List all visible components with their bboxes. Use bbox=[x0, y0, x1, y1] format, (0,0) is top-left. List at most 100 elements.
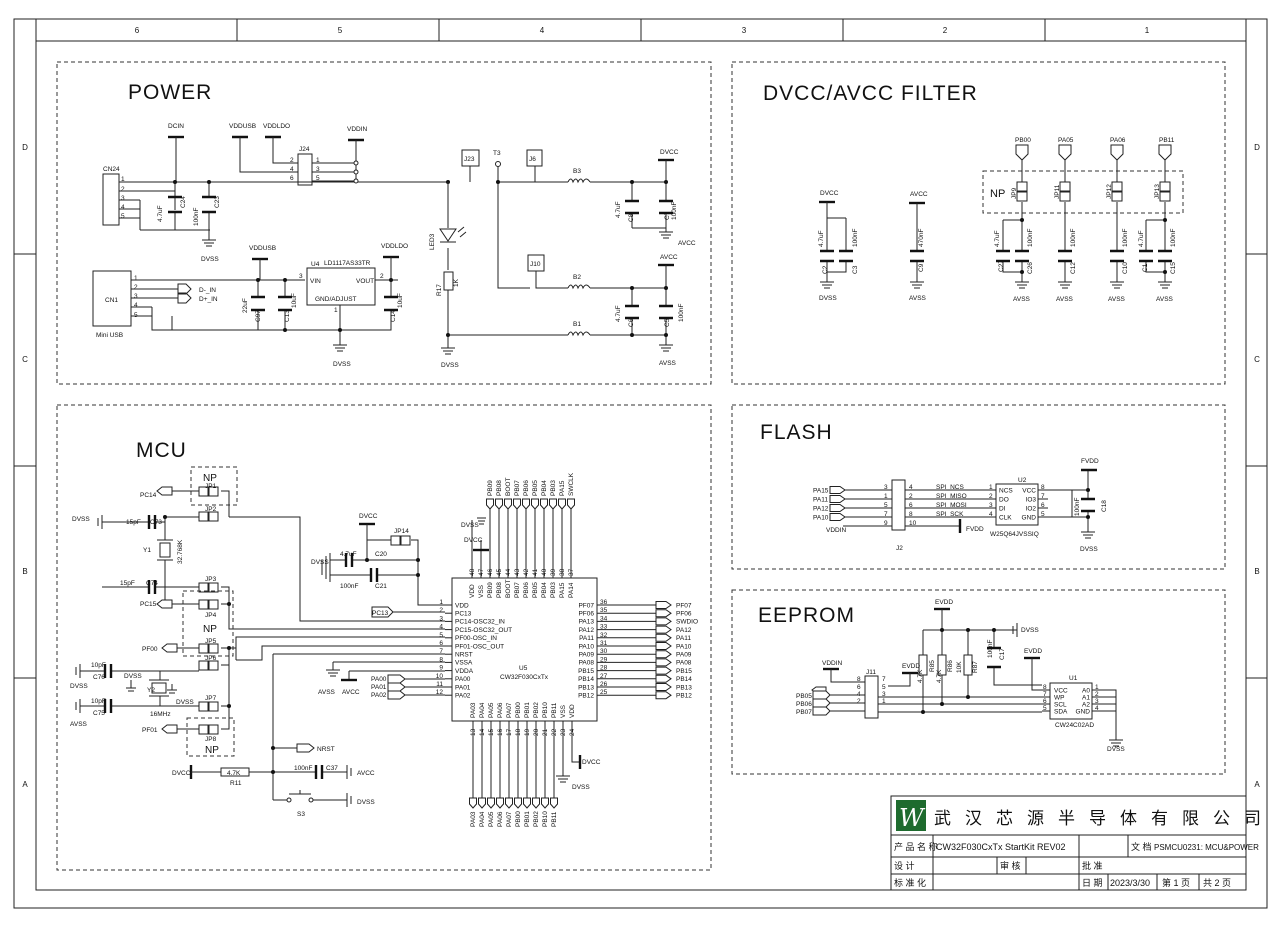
company-name: 武汉芯源半导体有限公司 bbox=[934, 809, 1275, 828]
mcu-pin-name: PA05 bbox=[488, 702, 495, 718]
j23-ref: J23 bbox=[464, 156, 475, 163]
chip-pin-number: 7 bbox=[1043, 691, 1047, 698]
mcu-pin-name: PB06 bbox=[523, 582, 530, 598]
chip-pin-name: SCL bbox=[1054, 701, 1067, 708]
net-flag bbox=[550, 797, 558, 809]
net-flag bbox=[558, 498, 566, 510]
net-flag bbox=[655, 601, 672, 609]
r17-ref: R17 bbox=[436, 284, 443, 296]
chip-pin-number: 6 bbox=[1043, 698, 1047, 705]
pin-number: 2 bbox=[909, 493, 913, 500]
power-section-box bbox=[56, 61, 712, 385]
net-dvss: DVSS bbox=[357, 799, 375, 806]
chip-pin-name: GND bbox=[1076, 708, 1091, 715]
drawing-frame bbox=[13, 18, 1268, 909]
net-flag bbox=[495, 498, 503, 510]
net-flag bbox=[531, 498, 539, 510]
cap-ref: C1 bbox=[1142, 263, 1149, 272]
mcu-pin-name: PA04 bbox=[479, 702, 486, 718]
mcu-pin-name: VSSA bbox=[455, 660, 473, 667]
u2-part: W25Q64JVSSIQ bbox=[990, 531, 1039, 538]
col-label: 6 bbox=[135, 26, 140, 35]
chip-pin-number: 7 bbox=[1041, 493, 1045, 500]
net-vddin: VDDIN bbox=[826, 527, 847, 534]
mcu-pin-name: PB08 bbox=[496, 582, 503, 598]
chip-pin-number: 6 bbox=[1041, 502, 1045, 509]
bead-ref: B2 bbox=[573, 274, 581, 281]
net-flag-label: PA03 bbox=[470, 811, 477, 827]
date-value: 2023/3/30 bbox=[1110, 878, 1150, 888]
j11-header bbox=[864, 675, 879, 719]
u5-mcu bbox=[451, 577, 598, 722]
title-block: W 武汉芯源半导体有限公司 产 品 名 称 CW32F030CxTx Start… bbox=[890, 795, 1275, 891]
mcu-pin-number: 30 bbox=[600, 648, 608, 655]
cap-ref: C74 bbox=[146, 580, 158, 587]
doc-name: PSMCU0231: MCU&POWER bbox=[1154, 843, 1259, 852]
net-flag bbox=[829, 504, 846, 512]
jumper-ref: JP6 bbox=[205, 655, 217, 662]
net-flag-label: PB05 bbox=[532, 480, 539, 496]
net-dvss: DVSS bbox=[72, 516, 90, 523]
approve-label: 批 准 bbox=[1082, 860, 1103, 871]
net-flag-label: PB02 bbox=[533, 811, 540, 827]
cap-ref: C12 bbox=[1070, 262, 1077, 274]
net-pc15: PC15 bbox=[140, 601, 157, 608]
row-label: D bbox=[22, 143, 28, 152]
svg-text:1: 1 bbox=[334, 307, 338, 314]
net-flag-label: PA07 bbox=[506, 811, 513, 827]
usb-dm-net: D-_IN bbox=[199, 287, 216, 294]
section-title-flash: FLASH bbox=[760, 421, 833, 444]
cap-ref: C75 bbox=[93, 710, 105, 717]
col-label: 5 bbox=[338, 26, 343, 35]
jumper-ref: JP4 bbox=[205, 612, 217, 619]
cap-ref: C26 bbox=[1027, 262, 1034, 274]
net-avss: AVSS bbox=[1156, 296, 1174, 303]
cap-ref: C3 bbox=[852, 265, 859, 274]
net-flag bbox=[655, 633, 672, 642]
net-flag-label: PA09 bbox=[676, 652, 692, 659]
pin-number: 3 bbox=[884, 484, 888, 491]
mcu-pin-name: PF06 bbox=[578, 611, 594, 618]
section-title-eeprom: EEPROM bbox=[758, 604, 855, 627]
net-dvss: DVSS bbox=[311, 559, 329, 566]
mcu-pin-name: PB15 bbox=[578, 668, 594, 675]
net-pc13: PC13 bbox=[372, 610, 389, 617]
net-fvdd: FVDD bbox=[966, 526, 984, 533]
pin-number: 2 bbox=[857, 698, 861, 705]
u5-ref: U5 bbox=[519, 665, 528, 672]
mcu-pin-name: PB10 bbox=[542, 702, 549, 718]
net-flag bbox=[655, 674, 672, 683]
logo-letter: W bbox=[899, 804, 926, 832]
net-flag-label: PB11 bbox=[551, 811, 558, 827]
r11-value: 4.7K bbox=[227, 770, 241, 777]
pin-number: 5 bbox=[884, 502, 888, 509]
svg-text:3: 3 bbox=[316, 166, 320, 173]
cap-value: 100nF bbox=[1170, 229, 1177, 247]
net-flag bbox=[655, 666, 672, 675]
mcu-pin-name: PA03 bbox=[470, 702, 477, 718]
net-pb00: PB00 bbox=[1015, 137, 1031, 144]
net-vddldo: VDDLDO bbox=[381, 243, 408, 250]
net-pb05: PB05 bbox=[796, 693, 812, 700]
page-total: 共 2 页 bbox=[1203, 878, 1231, 888]
mcu-pin-number: 36 bbox=[600, 599, 608, 606]
cap-value: 15pF bbox=[120, 580, 135, 587]
pin-number: 8 bbox=[909, 511, 913, 518]
u4-pin-vin: VIN bbox=[310, 278, 321, 285]
net-flag bbox=[655, 625, 672, 634]
net-avcc: AVCC bbox=[660, 254, 678, 261]
chip-pin-number: 1 bbox=[1095, 684, 1099, 691]
net-flag-label: PA15 bbox=[813, 487, 829, 494]
net-nrst: NRST bbox=[317, 746, 335, 753]
cap-value: 4.7uF bbox=[818, 230, 825, 247]
cn24-ref: CN24 bbox=[103, 166, 120, 173]
svg-text:4: 4 bbox=[290, 166, 294, 173]
filter-circuit: DVCC 4.7uF C2 100nF C3 DVSS AVCC 470nF C… bbox=[818, 137, 1184, 303]
mcu-pin-name: PA10 bbox=[579, 643, 595, 650]
u4-ref: U4 bbox=[311, 261, 320, 268]
net-evdd: EVDD bbox=[902, 663, 920, 670]
